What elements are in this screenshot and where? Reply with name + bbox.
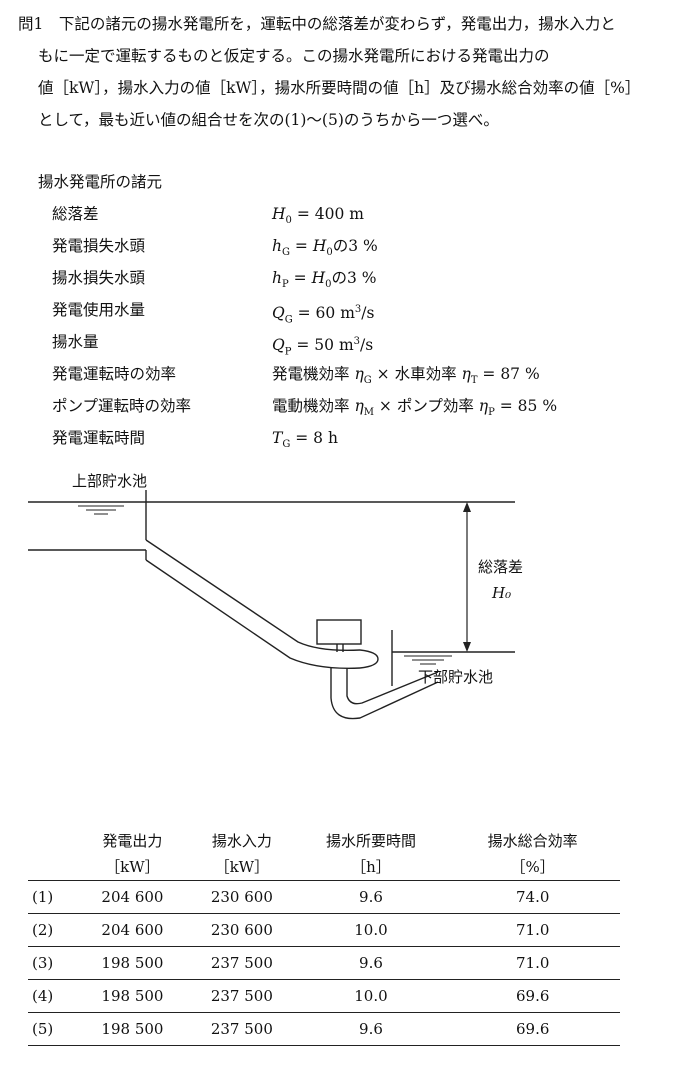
table-row[interactable]: (2) 204 600 230 600 10.0 71.0 xyxy=(28,913,620,947)
table-row[interactable]: (4) 198 500 237 500 10.0 69.6 xyxy=(28,979,620,1013)
table-row[interactable]: (5) 198 500 237 500 9.6 69.6 xyxy=(28,1012,620,1046)
spec-value: H0 = 400 m xyxy=(272,205,364,227)
choice-number: (2) xyxy=(28,913,78,947)
spec-value: 電動機効率 ηM × ポンプ効率 ηP = 85 % xyxy=(272,397,558,419)
table-cell: 237 500 xyxy=(187,946,297,980)
head-label: 総落差 xyxy=(478,558,523,576)
question-line-4: として，最も近い値の組合せを次の(1)～(5)のうちから一つ選べ。 xyxy=(38,111,499,129)
spec-label: 発電損失水頭 xyxy=(52,237,146,255)
table-row[interactable]: (1) 204 600 230 600 9.6 74.0 xyxy=(28,880,620,914)
lower-reservoir-label: 下部貯水池 xyxy=(418,668,493,686)
draft-tube-outer xyxy=(330,668,439,720)
table-header-row: 発電出力 揚水入力 揚水所要時間 揚水総合効率 xyxy=(28,828,620,854)
col-unit: ［kW］ xyxy=(187,854,297,881)
col-header: 揚水入力 xyxy=(211,832,272,850)
table-cell: 10.0 xyxy=(296,979,446,1013)
col-header: 揚水所要時間 xyxy=(325,832,416,850)
question-number: 問1 xyxy=(18,15,44,33)
turbine-bend xyxy=(359,649,379,669)
spec-label: 揚水量 xyxy=(52,333,99,351)
spec-value: QG = 60 m3/s xyxy=(272,304,375,326)
choice-number: (5) xyxy=(28,1012,78,1046)
spec-value: TG = 8 h xyxy=(272,429,338,451)
table-cell: 237 500 xyxy=(187,1012,297,1046)
question-text: 問1 下記の諸元の揚水発電所を，運転中の総落差が変わらず，発電出力，揚水入力と … xyxy=(18,8,668,136)
col-header: 発電出力 xyxy=(102,832,163,850)
table-cell: 71.0 xyxy=(445,913,620,947)
upper-reservoir-label: 上部貯水池 xyxy=(72,472,147,490)
question-line-3: 値［kW］，揚水入力の値［kW］，揚水所要時間の値［h］及び揚水総合効率の値［%… xyxy=(38,79,641,97)
head-arrow-bottom xyxy=(463,642,471,652)
table-cell: 204 600 xyxy=(77,913,188,947)
table-unit-row: ［kW］ ［kW］ ［h］ ［%］ xyxy=(28,854,620,881)
question-line-2: もに一定で運転するものと仮定する。この揚水発電所における発電出力の xyxy=(38,47,550,65)
spec-label: 発電運転時の効率 xyxy=(52,365,177,383)
table-cell: 198 500 xyxy=(77,979,188,1013)
spec-value: 発電機効率 ηG × 水車効率 ηT = 87 % xyxy=(272,365,540,387)
spec-label: 発電使用水量 xyxy=(52,301,146,319)
head-symbol: H₀ xyxy=(491,584,511,602)
table-cell: 69.6 xyxy=(445,979,620,1013)
spec-value: hP = H0の3 % xyxy=(272,269,377,291)
question-line-1: 問1 下記の諸元の揚水発電所を，運転中の総落差が変わらず，発電出力，揚水入力と xyxy=(18,8,668,40)
choice-number: (4) xyxy=(28,979,78,1013)
head-arrow-top xyxy=(463,502,471,512)
spec-label: ポンプ運転時の効率 xyxy=(52,397,192,415)
spec-label: 発電運転時間 xyxy=(52,429,146,447)
table-cell: 237 500 xyxy=(187,979,297,1013)
spec-label: 総落差 xyxy=(52,205,99,223)
table-cell: 198 500 xyxy=(77,1012,188,1046)
table-cell: 69.6 xyxy=(445,1012,620,1046)
table-cell: 74.0 xyxy=(445,880,620,914)
table-cell: 230 600 xyxy=(187,913,297,947)
col-unit: ［kW］ xyxy=(77,854,188,881)
table-cell: 71.0 xyxy=(445,946,620,980)
table-cell: 9.6 xyxy=(296,880,446,914)
table-cell: 9.6 xyxy=(296,1012,446,1046)
pumped-storage-diagram: 上部貯水池 下部貯水池 総落差 H₀ xyxy=(28,472,523,720)
choices-table: 発電出力 揚水入力 揚水所要時間 揚水総合効率 ［kW］ ［kW］ ［h］ ［%… xyxy=(28,828,620,1046)
spec-value: QP = 50 m3/s xyxy=(272,336,374,358)
table-cell: 9.6 xyxy=(296,946,446,980)
table-cell: 230 600 xyxy=(187,880,297,914)
draft-tube-inner xyxy=(346,668,439,705)
spec-label: 揚水損失水頭 xyxy=(52,269,146,287)
specs-title: 揚水発電所の諸元 xyxy=(38,173,163,191)
penstock-lower-wall xyxy=(145,559,361,669)
table-row[interactable]: (3) 198 500 237 500 9.6 71.0 xyxy=(28,946,620,980)
table-cell: 204 600 xyxy=(77,880,188,914)
col-unit: ［h］ xyxy=(296,854,446,881)
table-cell: 10.0 xyxy=(296,913,446,947)
choice-number: (3) xyxy=(28,946,78,980)
spec-value: hG = H0の3 % xyxy=(272,237,378,259)
penstock-upper-wall xyxy=(145,539,361,652)
choice-number: (1) xyxy=(28,880,78,914)
col-unit: ［%］ xyxy=(445,854,620,881)
col-header: 揚水総合効率 xyxy=(487,832,578,850)
generator-box xyxy=(316,619,362,645)
table-cell: 198 500 xyxy=(77,946,188,980)
